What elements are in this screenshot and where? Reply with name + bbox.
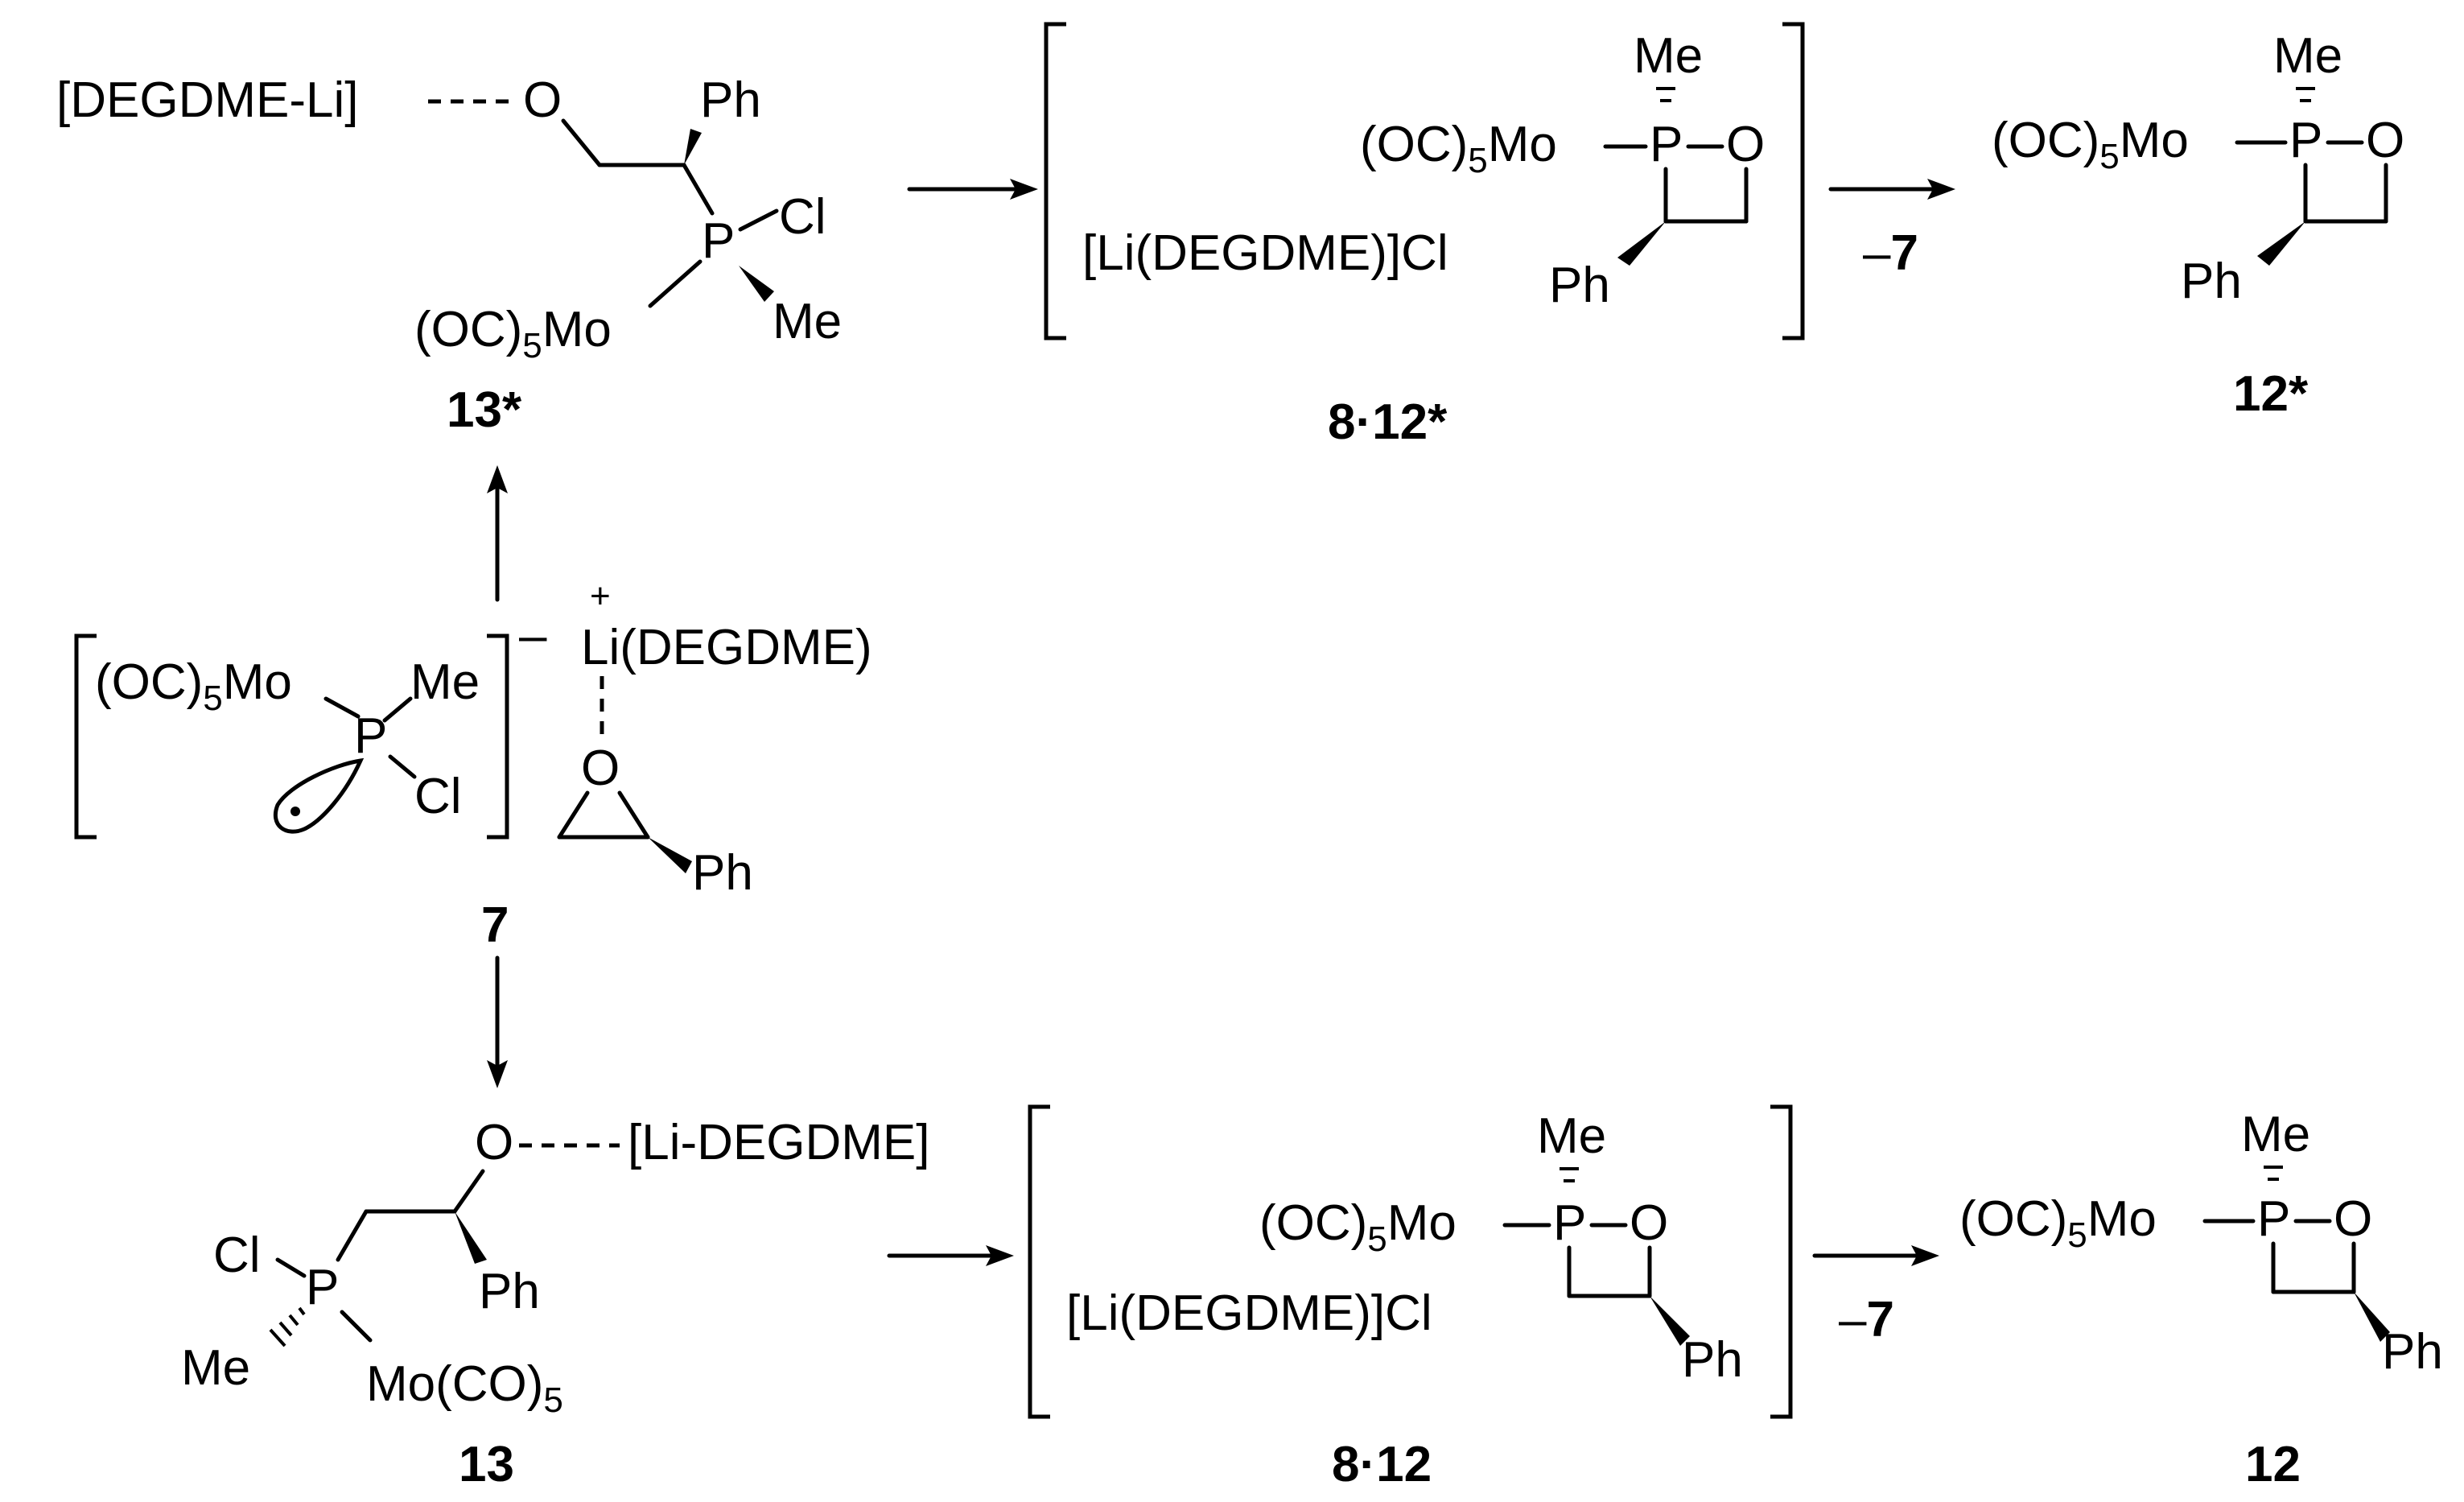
oxygen-label: O bbox=[2334, 1191, 2372, 1247]
wedge-ph bbox=[1650, 1296, 1690, 1346]
wedge-ph bbox=[648, 837, 692, 873]
bond-p-cl bbox=[738, 208, 779, 232]
left-bracket bbox=[1044, 22, 1066, 340]
compound-13: O [Li-DEGDME] Ph P Cl Me Mo(CO)5 13 bbox=[181, 1115, 929, 1492]
phosphorus-label: P bbox=[1553, 1195, 1586, 1251]
mo-co5-label: (OC)5Mo bbox=[1992, 113, 2189, 176]
cation-charge: + bbox=[590, 576, 611, 616]
phenyl-label: Ph bbox=[692, 845, 753, 901]
phosphorus-label: P bbox=[1650, 117, 1683, 172]
arrow-8-12-to-12: –7 bbox=[1812, 1245, 1939, 1347]
bond-p-mo bbox=[648, 259, 703, 308]
lithium-epoxide-complex: + Li(DEGDME) O Ph bbox=[557, 576, 872, 901]
compound-number-13-star: 13* bbox=[447, 382, 522, 438]
phenyl-label: Ph bbox=[700, 72, 761, 128]
wedge-ph bbox=[1617, 221, 1666, 266]
wedge-ph bbox=[455, 1211, 487, 1264]
oxygen-label: O bbox=[475, 1115, 513, 1170]
phenyl-label: Ph bbox=[1549, 258, 1610, 313]
compound-number-8-12-star: 8·12* bbox=[1328, 394, 1448, 450]
lone-pair-electron bbox=[290, 807, 300, 816]
phosphorus-label: P bbox=[354, 708, 387, 764]
elimination-label: –7 bbox=[1863, 225, 1918, 281]
oxygen-label: O bbox=[1630, 1195, 1668, 1251]
oxygen-label: O bbox=[1726, 117, 1765, 172]
phosphorus-label: P bbox=[306, 1260, 339, 1315]
arrow-13-to-8-12 bbox=[887, 1245, 1014, 1266]
left-bracket bbox=[74, 633, 97, 840]
compound-12: Me (OC)5Mo P O Ph 12 bbox=[1959, 1107, 2443, 1492]
compound-number-13: 13 bbox=[459, 1437, 514, 1492]
complex-8-12: Me (OC)5Mo P O Ph [Li(DEGDME)]Cl 8·12 bbox=[1028, 1104, 1793, 1492]
li-degdme-cl-label: [Li(DEGDME)]Cl bbox=[1066, 1285, 1432, 1341]
compound-number-12-star: 12* bbox=[2233, 366, 2309, 422]
right-bracket bbox=[1782, 22, 1805, 340]
complex-8-12-star: Me (OC)5Mo P O Ph [Li(DEGDME)]Cl 8·12* bbox=[1044, 22, 1805, 450]
phenyl-label: Ph bbox=[2181, 254, 2242, 309]
phosphorus-label: P bbox=[2289, 113, 2322, 168]
degdme-li-label: [DEGDME-Li] bbox=[56, 72, 358, 128]
compound-7: – (OC)5Mo P Me Cl 7 bbox=[74, 608, 547, 953]
left-bracket bbox=[1028, 1104, 1050, 1419]
phenyl-label: Ph bbox=[2382, 1324, 2443, 1380]
methyl-label: Me bbox=[1537, 1108, 1606, 1164]
methyl-label: Me bbox=[410, 654, 480, 710]
phenyl-label: Ph bbox=[1682, 1332, 1743, 1388]
arrow-7-to-13 bbox=[487, 955, 508, 1088]
li-degdme-cl-label: [Li(DEGDME)]Cl bbox=[1082, 225, 1448, 281]
degdme-li-label: [Li-DEGDME] bbox=[628, 1115, 929, 1170]
lone-pair-orbital bbox=[273, 757, 365, 834]
chlorine-label: Cl bbox=[414, 769, 462, 824]
compound-13-star: [DEGDME-Li] O Ph P Cl Me (OC)5Mo 13* bbox=[56, 72, 842, 438]
compound-number-12: 12 bbox=[2245, 1437, 2301, 1492]
chlorine-label: Cl bbox=[213, 1228, 261, 1283]
wedge-me bbox=[739, 266, 774, 302]
oxygen-label: O bbox=[581, 741, 620, 796]
mo-co5-label: (OC)5Mo bbox=[414, 302, 612, 365]
oxygen-label: O bbox=[2366, 113, 2404, 168]
methyl-label: Me bbox=[181, 1340, 250, 1396]
li-degdme-label: Li(DEGDME) bbox=[581, 620, 872, 675]
right-bracket bbox=[1770, 1104, 1793, 1419]
bond-o-ch2 bbox=[561, 118, 602, 167]
elimination-label: –7 bbox=[1839, 1292, 1894, 1347]
wedge-ph bbox=[684, 129, 702, 165]
methyl-label: Me bbox=[773, 294, 842, 349]
compound-number-7: 7 bbox=[481, 897, 509, 953]
arrow-8-12star-to-12star: –7 bbox=[1828, 179, 1955, 281]
arrow-7-to-13star bbox=[487, 465, 508, 602]
phosphorus-label: P bbox=[702, 213, 735, 269]
mo-co5-label: Mo(CO)5 bbox=[366, 1356, 563, 1420]
methyl-label: Me bbox=[1634, 28, 1703, 84]
chlorine-label: Cl bbox=[779, 189, 826, 245]
compound-number-8-12: 8·12 bbox=[1332, 1437, 1432, 1492]
mo-co5-label: (OC)5Mo bbox=[1259, 1195, 1457, 1259]
wedge-ph bbox=[2354, 1292, 2390, 1342]
right-bracket bbox=[487, 633, 509, 840]
phosphorus-label: P bbox=[2257, 1191, 2290, 1247]
mo-co5-label: (OC)5Mo bbox=[1360, 117, 1557, 180]
methyl-label: Me bbox=[2241, 1107, 2310, 1162]
mo-co5-label: (OC)5Mo bbox=[95, 654, 292, 718]
anion-charge: – bbox=[519, 608, 547, 663]
hash-bond-me bbox=[269, 1306, 306, 1347]
wedge-ph bbox=[2257, 221, 2305, 266]
bond-ch-p bbox=[682, 163, 715, 216]
methyl-label: Me bbox=[2273, 28, 2342, 84]
phenyl-label: Ph bbox=[479, 1264, 540, 1319]
mo-co5-label: (OC)5Mo bbox=[1959, 1191, 2157, 1255]
compound-12-star: Me (OC)5Mo P O Ph 12* bbox=[1992, 28, 2404, 422]
arrow-13star-to-8-12star bbox=[907, 179, 1038, 200]
oxygen-label: O bbox=[523, 72, 562, 128]
